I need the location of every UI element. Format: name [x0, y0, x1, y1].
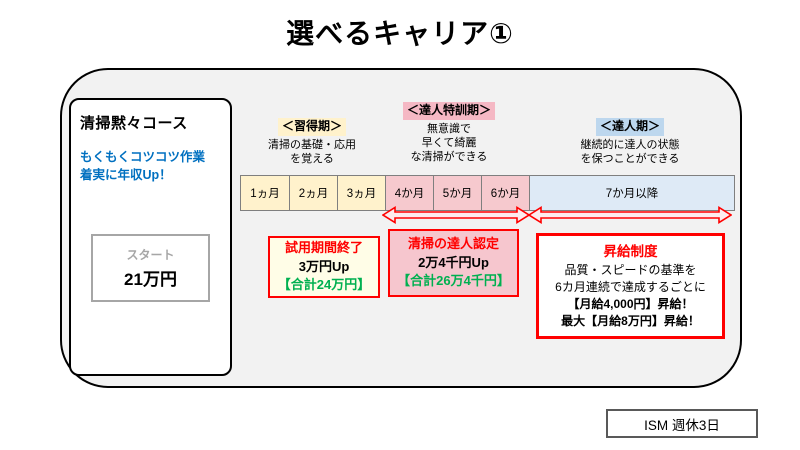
- career-path-container: 清掃黙々コース もくもくコツコツ作業 着実に年収Up！ スタート 21万円 ＜習…: [60, 68, 742, 388]
- phase-learning-desc: 清掃の基礎・応用 を覚える: [237, 138, 387, 167]
- milestone-trial-title: 試用期間終了: [284, 239, 363, 255]
- raise-system-box: 昇給制度 品質・スピードの基準を 6カ月連続で達成するごとに 【月給4,000円…: [536, 233, 725, 339]
- timeline-cell-month-7plus: 7か月以降: [529, 176, 734, 210]
- phase-learning-header: ＜習得期＞ 清掃の基礎・応用 を覚える: [237, 118, 387, 166]
- master-period-arrow: [528, 206, 732, 224]
- phase-master-desc-line1: 継続的に達人の状態: [580, 138, 680, 151]
- timeline-cell-month-3: 3ヵ月: [337, 176, 385, 210]
- phase-master-name: ＜達人期＞: [595, 118, 664, 136]
- raise-system-bold-line2: 最大【月給8万円】昇給！: [561, 314, 700, 329]
- start-label: スタート: [126, 248, 175, 262]
- phase-training-desc-line2: 早くて綺麗: [421, 136, 477, 149]
- phase-learning-desc-line2: を覚える: [290, 152, 334, 165]
- course-panel: 清掃黙々コース もくもくコツコツ作業 着実に年収Up！ スタート 21万円: [69, 98, 232, 376]
- phase-training-desc-line1: 無意識で: [427, 122, 471, 135]
- phase-training-desc: 無意識で 早くて綺麗 な清掃ができる: [384, 122, 514, 165]
- course-tagline: もくもくコツコツ作業 着実に年収Up！: [80, 149, 221, 184]
- training-period-arrow: [382, 206, 530, 224]
- phase-training-desc-line3: な清掃ができる: [410, 151, 488, 164]
- footer-badge: ISM 週休3日: [606, 409, 758, 438]
- footer-badge-label: ISM 週休3日: [644, 417, 720, 433]
- timeline: 1ヵ月 2ヵ月 3ヵ月 4か月 5か月 6か月 7か月以降: [240, 175, 735, 211]
- timeline-cell-month-4: 4か月: [385, 176, 433, 210]
- phase-master-desc-line2: を保つことができる: [580, 152, 680, 165]
- milestone-trial-complete-box: 試用期間終了 3万円Up 【合計24万円】: [268, 236, 380, 298]
- course-tagline-line2: 着実に年収Up！: [80, 167, 172, 182]
- timeline-cell-month-6: 6か月: [481, 176, 529, 210]
- raise-system-title: 昇給制度: [603, 243, 658, 259]
- timeline-cell-month-2: 2ヵ月: [289, 176, 337, 210]
- start-salary-value: 21万円: [124, 270, 177, 289]
- raise-system-line1: 品質・スピードの基準を: [564, 263, 697, 278]
- slide-title: 選べるキャリア①: [286, 18, 514, 49]
- start-salary-box: スタート 21万円: [91, 234, 210, 302]
- milestone-master-title: 清掃の達人認定: [407, 235, 499, 251]
- raise-system-bold-line1: 【月給4,000円】昇給！: [567, 297, 694, 312]
- phase-master-header: ＜達人期＞ 継続的に達人の状態 を保つことができる: [545, 118, 715, 166]
- timeline-cell-month-1: 1ヵ月: [241, 176, 289, 210]
- course-name: 清掃黙々コース: [80, 115, 188, 132]
- phase-learning-name: ＜習得期＞: [277, 118, 346, 136]
- timeline-cell-month-5: 5か月: [433, 176, 481, 210]
- course-tagline-line1: もくもくコツコツ作業: [80, 150, 206, 164]
- phase-training-name: ＜達人特訓期＞: [402, 102, 495, 120]
- milestone-trial-raise: 3万円Up: [298, 258, 350, 274]
- milestone-trial-total: 【合計24万円】: [277, 277, 371, 293]
- phase-learning-desc-line1: 清掃の基礎・応用: [268, 138, 356, 151]
- phase-training-header: ＜達人特訓期＞ 無意識で 早くて綺麗 な清掃ができる: [384, 102, 514, 164]
- raise-system-line2: 6カ月連続で達成するごとに: [555, 280, 706, 295]
- milestone-master-certified-box: 清掃の達人認定 2万4千円Up 【合計26万4千円】: [388, 229, 519, 297]
- phase-master-desc: 継続的に達人の状態 を保つことができる: [545, 138, 715, 167]
- milestone-master-total: 【合計26万4千円】: [397, 273, 510, 289]
- milestone-master-raise: 2万4千円Up: [418, 254, 489, 270]
